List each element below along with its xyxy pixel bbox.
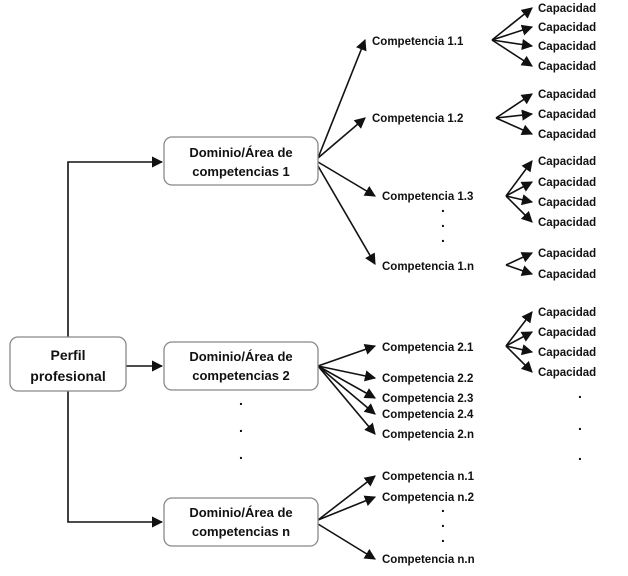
connector-d2-cn — [317, 365, 376, 435]
connector-root-to-domain-n — [67, 391, 164, 528]
ellipsis-dot: . — [441, 529, 445, 545]
competencia-1-1: Competencia 1.1 — [372, 36, 464, 48]
ellipsis-dot: . — [578, 417, 582, 433]
competencia-2-1: Competencia 2.1 — [382, 342, 474, 354]
ellipsis-dot: . — [441, 199, 445, 215]
capacidad-label: Capacidad — [538, 177, 596, 189]
connector-d1-cn — [317, 165, 376, 265]
connector-capacidad — [491, 24, 534, 41]
root-node: Perfil profesional — [9, 336, 127, 392]
capacidad-label: Capacidad — [538, 217, 596, 229]
capacidad-label: Capacidad — [538, 3, 596, 15]
ellipsis-dot: . — [441, 229, 445, 245]
connector-capacidad — [491, 7, 533, 41]
competencia-2-n: Competencia 2.n — [382, 429, 474, 441]
connector-capacidad — [505, 264, 534, 276]
ellipsis-dot: . — [239, 446, 243, 462]
capacidad-label: Capacidad — [538, 109, 596, 121]
connector-dn-c1 — [317, 475, 376, 521]
connector-dn-cn — [317, 523, 376, 560]
domain-1-label-line2: competencias 1 — [192, 164, 290, 179]
root-label-line1: Perfil — [50, 347, 85, 363]
connector-capacidad — [495, 109, 534, 121]
domain-n-label-line1: Dominio/Área de — [189, 505, 292, 520]
connector-d2-c4 — [317, 365, 376, 415]
connector-capacidad — [505, 311, 533, 347]
domain-1-label-line1: Dominio/Área de — [189, 145, 292, 160]
domain-node-1: Dominio/Área de competencias 1 — [163, 136, 319, 186]
capacidad-label: Capacidad — [538, 367, 596, 379]
connector-capacidad — [495, 93, 533, 119]
competencia-1-n: Competencia 1.n — [382, 261, 474, 273]
ellipsis-dot: . — [441, 514, 445, 530]
capacidad-label: Capacidad — [538, 197, 596, 209]
ellipsis-dots: ............ — [239, 199, 582, 545]
connector-capacidad — [505, 252, 534, 266]
capacidad-label: Capacidad — [538, 61, 596, 73]
connector-capacidad — [505, 345, 533, 373]
connector-dn-c2 — [317, 495, 377, 521]
competencia-n-1: Competencia n.1 — [382, 471, 475, 483]
domain-node-2: Dominio/Área de competencias 2 — [163, 341, 319, 391]
connector-capacidad — [505, 331, 533, 347]
competencia-1-2: Competencia 1.2 — [372, 113, 463, 125]
domain-node-n: Dominio/Área de competencias n — [163, 497, 319, 547]
capacidad-label: Capacidad — [538, 41, 596, 53]
competencia-1-3: Competencia 1.3 — [382, 191, 473, 203]
connector-d2-c3 — [317, 365, 376, 399]
connector-d2-c1 — [317, 344, 377, 367]
capacidad-label: Capacidad — [538, 129, 596, 141]
connector-capacidad — [505, 160, 533, 197]
capacidad-label: Capacidad — [538, 248, 596, 260]
capacidad-label: Capacidad — [538, 269, 596, 281]
domain-n-label-line2: competencias n — [192, 524, 290, 539]
ellipsis-dot: . — [441, 499, 445, 515]
domain-2-label-line1: Dominio/Área de — [189, 349, 292, 364]
connector-capacidad — [505, 344, 534, 356]
capacidad-label: Capacidad — [538, 307, 596, 319]
root-label-line2: profesional — [30, 368, 105, 384]
competencia-n-n: Competencia n.n — [382, 554, 475, 566]
connector-d1-c3 — [317, 161, 376, 197]
capacidad-label: Capacidad — [538, 327, 596, 339]
ellipsis-dot: . — [578, 447, 582, 463]
capacidad-label: Capacidad — [538, 347, 596, 359]
connector-capacidad — [505, 194, 534, 206]
competencia-2-4: Competencia 2.4 — [382, 409, 474, 421]
capacidad-label: Capacidad — [538, 22, 596, 34]
capacidad-label: Capacidad — [538, 89, 596, 101]
competencia-2-3: Competencia 2.3 — [382, 393, 473, 405]
capacidad-labels: CapacidadCapacidadCapacidadCapacidadCapa… — [538, 3, 596, 379]
capacidad-label: Capacidad — [538, 156, 596, 168]
connector-capacidad — [495, 117, 534, 136]
connector-d2-c2 — [317, 365, 377, 382]
connector-capacidad — [505, 195, 533, 223]
connector-d1-c2 — [317, 117, 366, 159]
connector-d1-c1 — [317, 38, 367, 159]
ellipsis-dot: . — [239, 419, 243, 435]
connector-capacidad — [505, 181, 533, 197]
competencia-2-2: Competencia 2.2 — [382, 373, 473, 385]
ellipsis-dot: . — [578, 385, 582, 401]
connector-root-to-domain-1 — [67, 156, 164, 337]
connector-capacidad — [491, 39, 533, 67]
domain-2-label-line2: competencias 2 — [192, 368, 290, 383]
ellipsis-dot: . — [441, 214, 445, 230]
connector-capacidad — [491, 38, 534, 51]
connector-lines — [67, 7, 534, 560]
ellipsis-dot: . — [239, 392, 243, 408]
competencia-n-2: Competencia n.2 — [382, 492, 474, 504]
